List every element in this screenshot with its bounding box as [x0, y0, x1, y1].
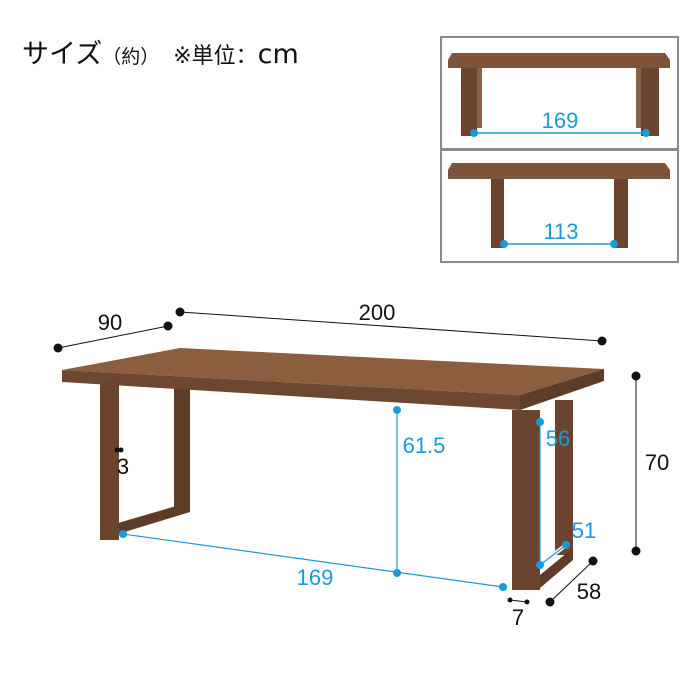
top-thickness-label: 3: [117, 454, 129, 479]
inset-front-span-label: 169: [542, 108, 579, 133]
unit: cm: [257, 39, 299, 70]
depth-label: 90: [98, 310, 122, 335]
height-label: 70: [645, 450, 669, 475]
table-illustration: [62, 348, 604, 590]
leg-inner-height-label: 56: [546, 426, 570, 451]
dimensions-black: [57, 311, 637, 603]
clearance-label: 61.5: [403, 433, 446, 458]
leg-inner-depth-label: 51: [572, 518, 596, 543]
title-approx: （約）: [102, 46, 160, 68]
width-label: 200: [359, 300, 396, 325]
inset-side-view: 113: [440, 149, 679, 263]
leg-span-label: 169: [297, 565, 334, 590]
leg-depth-label: 58: [577, 579, 601, 604]
inset-front-view: 169: [440, 36, 679, 150]
title-main: サイズ: [22, 39, 103, 70]
inset-side-span-label: 113: [543, 219, 578, 244]
page-title: サイズ（約） ※単位：cm: [22, 32, 299, 71]
unit-note: ※単位：: [173, 44, 258, 69]
leg-thickness-label: 7: [512, 605, 524, 630]
dimensions-blue: [122, 410, 568, 588]
table-top: [62, 348, 604, 395]
inset-table-top: [448, 53, 670, 68]
